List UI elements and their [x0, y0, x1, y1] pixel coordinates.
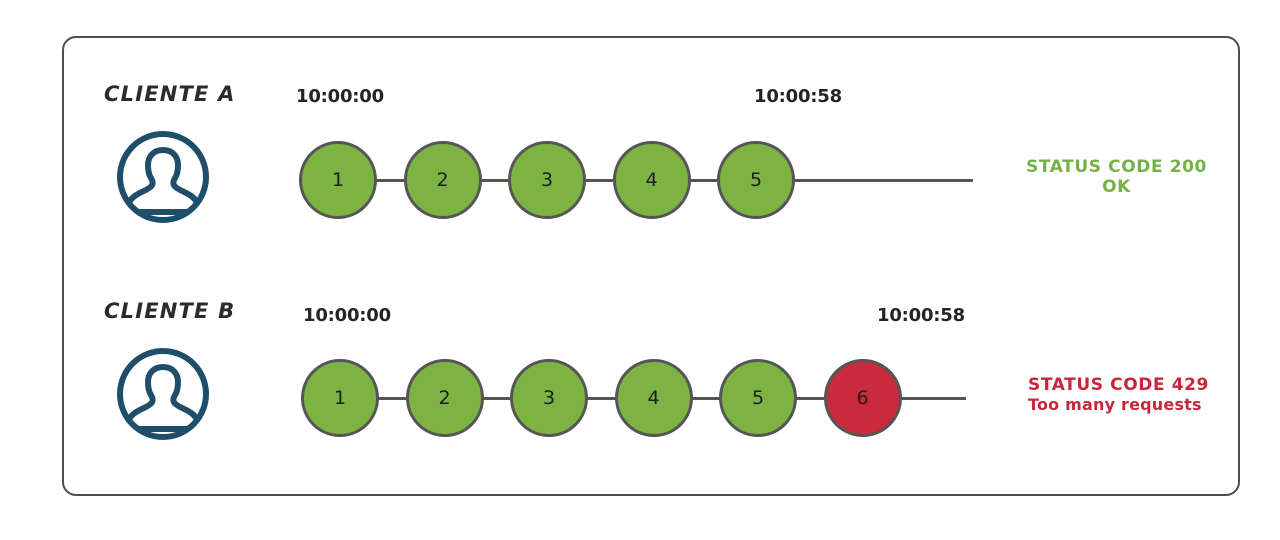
user-avatar-icon [113, 127, 213, 227]
status-badge-429: STATUS CODE 429 Too many requests [1028, 375, 1209, 414]
status-text-line: OK [1102, 176, 1131, 197]
status-code-line: STATUS CODE 200 [1026, 157, 1207, 177]
request-node-1: 1 [299, 141, 377, 219]
chain-response-line [899, 397, 966, 400]
request-node-5: 5 [717, 141, 795, 219]
request-node-3: 3 [508, 141, 586, 219]
status-text-line: Too many requests [1028, 394, 1202, 414]
row-b-end-time: 10:00:58 [877, 305, 965, 326]
chain-connector [584, 179, 615, 182]
request-node-4: 4 [612, 141, 691, 219]
chain-response-line [793, 179, 973, 182]
chain-connector [688, 179, 719, 182]
chain-connector [586, 397, 617, 400]
chain-connector [690, 397, 721, 400]
status-code-line: STATUS CODE 429 [1028, 375, 1209, 395]
chain-connector [377, 397, 408, 400]
request-node-5: 5 [719, 359, 797, 437]
client-a-label: CLIENTE A [104, 82, 236, 106]
status-badge-200: STATUS CODE 200 OK [1026, 157, 1207, 197]
user-avatar-icon [113, 344, 213, 444]
chain-connector [479, 179, 510, 182]
chain-connector [481, 397, 512, 400]
row-a-start-time: 10:00:00 [296, 86, 384, 107]
chain-connector [795, 397, 826, 400]
request-node-2: 2 [403, 141, 482, 219]
request-node-6: 6 [823, 359, 902, 437]
request-node-1: 1 [301, 359, 379, 437]
row-b-start-time: 10:00:00 [303, 305, 391, 326]
request-node-2: 2 [405, 359, 484, 437]
request-node-4: 4 [614, 359, 693, 437]
chain-connector [375, 179, 406, 182]
request-node-3: 3 [510, 359, 588, 437]
row-a-end-time: 10:00:58 [754, 86, 842, 107]
client-b-label: CLIENTE B [104, 299, 236, 323]
